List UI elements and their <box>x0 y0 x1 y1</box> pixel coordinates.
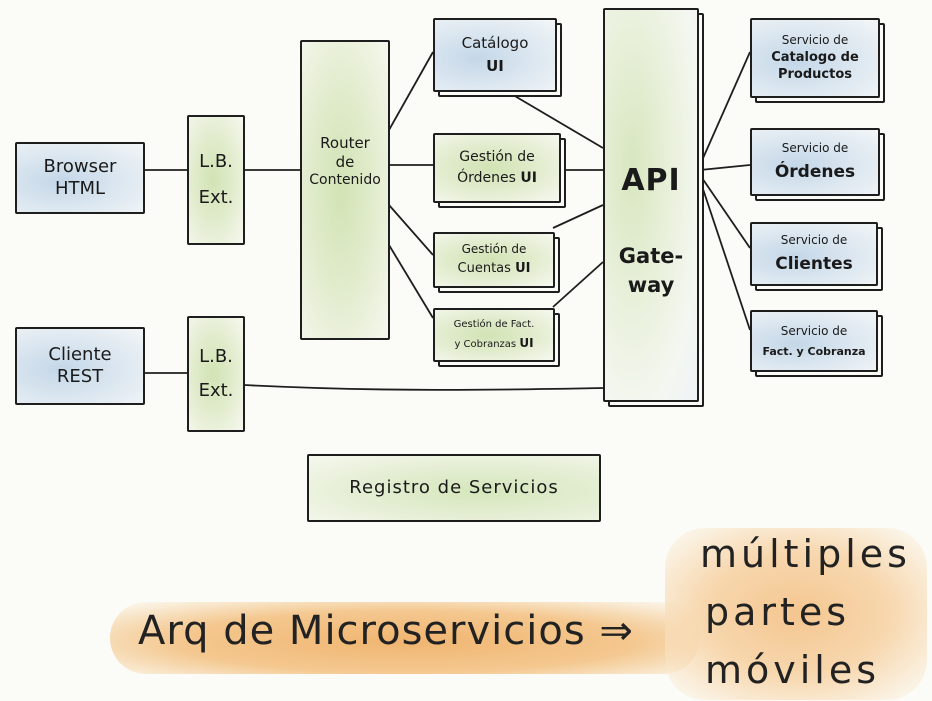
servicio-fact-box: Servicio de Fact. y Cobranza <box>750 310 878 372</box>
moving-parts-highlight <box>665 528 927 700</box>
cuentas-ui-line1: Gestión de <box>461 242 527 257</box>
load-balancer-2: L.B. Ext. <box>187 316 245 432</box>
browser-html-line1: Browser <box>43 155 117 177</box>
servicio-clientes-box: Servicio de Clientes <box>750 222 878 286</box>
lb2-line2: Ext. <box>198 380 234 401</box>
api-gateway-sub2: way <box>627 272 675 297</box>
microservices-banner-label: Arq de Microservicios ⇒ <box>138 608 634 654</box>
link-lb2-api <box>243 384 604 391</box>
ordenes-ui-box: Gestión de Órdenes UI <box>433 133 561 203</box>
cuentas-ui-line2: Cuentas UI <box>458 261 531 277</box>
catalogo-ui-line1: Catálogo <box>461 34 529 53</box>
router-de-contenido: Router de Contenido <box>300 40 390 340</box>
catalogo-ui-line2: UI <box>486 57 504 75</box>
fact-ui-line2-b: UI <box>519 335 534 350</box>
registro-servicios-box: Registro de Servicios <box>307 454 601 522</box>
cuentas-ui-line2-b: UI <box>515 261 531 277</box>
browser-html-box: Browser HTML <box>15 142 145 214</box>
router-line3: Contenido <box>309 171 381 188</box>
router-line1: Router <box>320 134 370 152</box>
svc-catalogo-line1: Servicio de <box>781 33 849 48</box>
note-line-1: múltiples <box>700 532 911 576</box>
api-gateway-box: API Gate- way <box>603 8 699 402</box>
link-fact-api <box>552 261 604 308</box>
note-line-2: partes <box>705 590 851 634</box>
lb2-line1: L.B. <box>199 345 233 367</box>
link-api-svc-catalogo <box>699 51 751 166</box>
fact-cobranzas-ui-box: Gestión de Fact. y Cobranzas UI <box>433 308 555 362</box>
fact-ui-line2-a: y Cobranzas <box>454 338 517 350</box>
ordenes-ui-line2: Órdenes UI <box>457 170 537 188</box>
cliente-rest-box: Cliente REST <box>15 327 145 405</box>
link-catalogo-api <box>507 91 604 149</box>
link-api-svc-clientes <box>699 174 751 249</box>
link-router-catalogo <box>388 51 434 131</box>
fact-ui-line2: y Cobranzas UI <box>454 336 533 352</box>
api-gateway-title: API <box>621 163 681 198</box>
ordenes-ui-line2-b: UI <box>520 170 537 186</box>
link-cuentas-api <box>552 204 604 229</box>
svc-clientes-line1: Servicio de <box>780 232 848 247</box>
api-gateway-sub1: Gate- <box>618 243 684 268</box>
router-line2: de <box>335 152 355 171</box>
cliente-rest-line2: REST <box>56 366 104 387</box>
microservices-banner-highlight <box>110 602 700 674</box>
servicio-ordenes-box: Servicio de Órdenes <box>750 128 880 196</box>
svc-fact-line2: Fact. y Cobranza <box>762 344 866 358</box>
ordenes-ui-line2-a: Órdenes <box>457 170 516 186</box>
svc-ordenes-line1: Servicio de <box>781 140 849 155</box>
registro-servicios-label: Registro de Servicios <box>349 476 559 498</box>
servicio-catalogo-box: Servicio de Catalogo de Productos <box>750 18 880 98</box>
svc-fact-line1: Servicio de <box>780 323 848 338</box>
cliente-rest-line1: Cliente <box>48 343 112 365</box>
catalogo-ui-box: Catálogo UI <box>433 18 557 92</box>
lb1-line1: L.B. <box>199 150 233 172</box>
svc-catalogo-line2: Catalogo de <box>771 50 859 66</box>
ordenes-ui-line1: Gestión de <box>459 148 535 165</box>
api-gateway-sub: Gate- way <box>619 242 683 301</box>
link-router-fact <box>388 244 434 319</box>
svc-catalogo-line3: Productos <box>777 66 853 82</box>
link-router-cuentas <box>388 204 434 256</box>
svc-ordenes-line2: Órdenes <box>774 161 856 182</box>
lb1-line2: Ext. <box>198 187 234 208</box>
link-api-svc-ordenes <box>699 164 751 171</box>
link-api-svc-fact <box>699 179 751 331</box>
svc-clientes-line2: Clientes <box>775 253 853 274</box>
browser-html-line2: HTML <box>54 178 106 199</box>
cuentas-ui-line2-a: Cuentas <box>457 261 511 277</box>
cuentas-ui-box: Gestión de Cuentas UI <box>433 232 555 288</box>
note-line-3: móviles <box>705 648 881 692</box>
load-balancer-1: L.B. Ext. <box>187 115 245 245</box>
fact-ui-line1: Gestión de Fact. <box>453 319 535 330</box>
